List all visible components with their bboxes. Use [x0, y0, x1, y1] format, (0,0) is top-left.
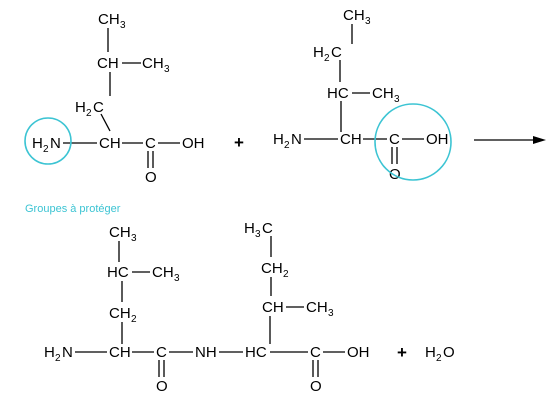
atom-h2o-h: H	[425, 344, 436, 361]
atom-ch3: CH	[343, 7, 365, 24]
atom-h3c-c: C	[262, 220, 273, 237]
subscript-3: 3	[328, 308, 334, 319]
atom-hc: HC	[327, 85, 349, 102]
atom-oh: OH	[182, 135, 205, 152]
atom-h2c-h: H	[313, 44, 324, 61]
atom-oh: OH	[426, 131, 449, 148]
subscript-3: 3	[164, 64, 170, 75]
atom-ch3: CH	[372, 85, 394, 102]
atom-c: C	[156, 344, 167, 361]
atom-ch2: CH	[261, 260, 283, 277]
atom-ch3: CH	[152, 264, 174, 281]
atom-ch3: CH	[142, 55, 164, 72]
atom-ch3: CH	[306, 299, 328, 316]
subscript-2: 2	[43, 144, 49, 155]
subscript-3: 3	[120, 20, 126, 31]
subscript-2: 2	[284, 140, 290, 151]
atom-nh: NH	[195, 344, 217, 361]
atom-h2n-n: N	[291, 131, 302, 148]
atom-ch: CH	[97, 55, 119, 72]
reaction-arrow	[474, 136, 546, 144]
protect-groups-note: Groupes à protéger	[25, 203, 121, 215]
atom-ch: CH	[340, 131, 362, 148]
atom-ch: CH	[262, 299, 284, 316]
subscript-3: 3	[365, 16, 371, 27]
water-product: H 2 O	[425, 344, 455, 364]
subscript-2: 2	[131, 314, 137, 325]
atom-ch3: CH	[109, 224, 131, 241]
product-dipeptide: CH 3 HC CH 3 CH 2 H 2 N CH C O NH H 3 C …	[44, 220, 370, 394]
atom-h2n-h: H	[44, 344, 55, 361]
atom-ch2: CH	[109, 305, 131, 322]
atom-h2o-o: O	[443, 344, 455, 361]
atom-ch: CH	[109, 344, 131, 361]
atom-o: O	[156, 378, 168, 394]
subscript-3: 3	[394, 94, 400, 105]
subscript-2: 2	[436, 353, 442, 364]
subscript-2: 2	[55, 353, 61, 364]
atom-h3c-h: H	[244, 220, 255, 237]
atom-h2n-h: H	[32, 135, 43, 152]
atom-h2c-h: H	[75, 99, 86, 116]
subscript-2: 2	[86, 108, 92, 119]
subscript-3: 3	[174, 273, 180, 284]
subscript-2: 2	[324, 53, 330, 64]
plus-sign: +	[234, 133, 244, 152]
subscript-3: 3	[255, 229, 261, 240]
atom-ch3: CH	[98, 11, 120, 28]
amine-highlight-circle	[24, 117, 72, 165]
subscript-3: 3	[131, 233, 137, 244]
carboxyl-highlight-circle	[374, 103, 452, 181]
atom-hc: HC	[245, 344, 267, 361]
atom-o: O	[310, 378, 322, 394]
atom-o: O	[389, 166, 401, 183]
atom-h2c-c: C	[93, 99, 104, 116]
atom-oh: OH	[347, 344, 370, 361]
atom-c: C	[145, 135, 156, 152]
atom-hc: HC	[107, 264, 129, 281]
atom-ch: CH	[99, 135, 121, 152]
reactant-leucine: CH 3 CH CH 3 H 2 C H 2 N CH C OH O	[32, 11, 205, 186]
subscript-2: 2	[283, 269, 289, 280]
atom-h2n-h: H	[273, 131, 284, 148]
atom-c: C	[310, 344, 321, 361]
atom-h2n-n: N	[50, 135, 61, 152]
atom-h2c-c: C	[331, 44, 342, 61]
plus-sign: +	[397, 343, 407, 362]
atom-o: O	[145, 169, 157, 186]
reactant-isoleucine: CH 3 H 2 C HC CH 3 H 2 N CH C OH O	[273, 7, 449, 183]
atom-h2n-n: N	[62, 344, 73, 361]
atom-c: C	[389, 131, 400, 148]
